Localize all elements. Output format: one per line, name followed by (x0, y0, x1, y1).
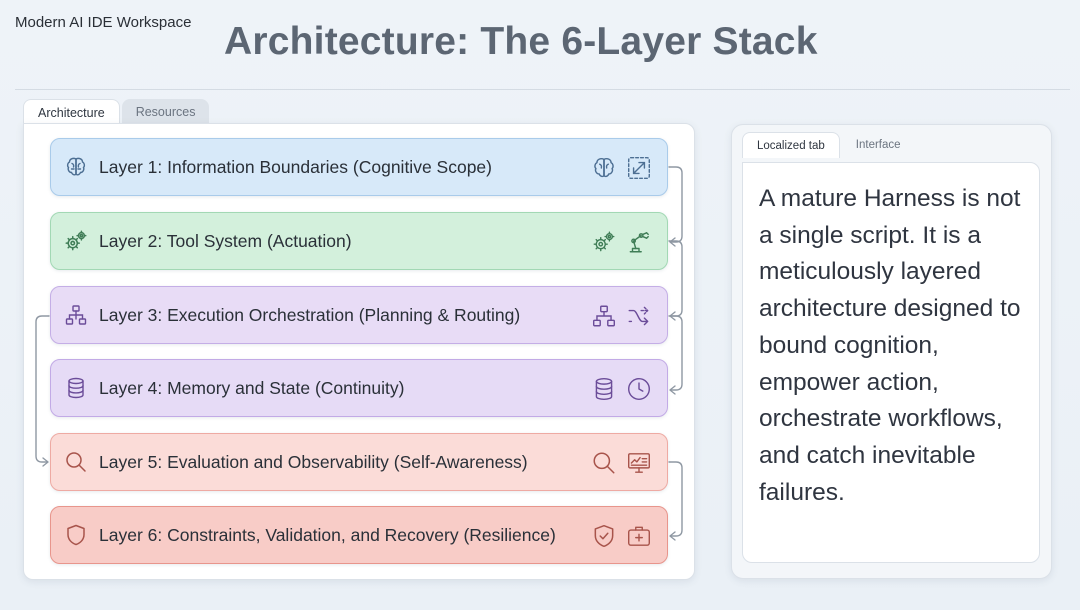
shield-check-icon (590, 522, 618, 550)
hierarchy-icon (63, 302, 89, 328)
layer-4-label: Layer 4: Memory and State (Continuity) (99, 377, 405, 398)
monitor-chart-icon (625, 449, 653, 477)
page-title: Architecture: The 6-Layer Stack (224, 20, 818, 63)
layer-1-label: Layer 1: Information Boundaries (Cogniti… (99, 156, 492, 177)
expand-icon (625, 154, 653, 182)
layer-6-card[interactable]: Layer 6: Constraints, Validation, and Re… (50, 506, 668, 564)
tab-resources[interactable]: Resources (121, 99, 210, 125)
layer-1-card[interactable]: Layer 1: Information Boundaries (Cogniti… (50, 138, 668, 196)
brain-icon (590, 154, 618, 182)
hierarchy-icon (590, 302, 618, 330)
gears-icon (590, 228, 618, 256)
architecture-panel (23, 123, 695, 580)
description-text: A mature Harness is not a single script.… (759, 185, 1021, 506)
layer-3-label: Layer 3: Execution Orchestration (Planni… (99, 304, 521, 325)
right-tab-bar: Localized tab Interface (742, 132, 915, 158)
shield-icon (63, 522, 89, 548)
workspace-label: Modern AI IDE Workspace (15, 14, 192, 31)
clock-icon (625, 375, 653, 403)
search-icon (590, 449, 618, 477)
layer-4-card[interactable]: Layer 4: Memory and State (Continuity) (50, 359, 668, 417)
database-icon (590, 375, 618, 403)
robot-arm-icon (625, 228, 653, 256)
layer-5-label: Layer 5: Evaluation and Observability (S… (99, 451, 528, 472)
gears-icon (63, 228, 89, 254)
layer-6-label: Layer 6: Constraints, Validation, and Re… (99, 524, 556, 545)
left-tab-bar: Architecture Resources (23, 99, 210, 125)
title-divider (15, 89, 1070, 90)
search-icon (63, 449, 89, 475)
description-card (742, 162, 1040, 563)
tab-architecture[interactable]: Architecture (23, 99, 120, 125)
brain-icon (63, 154, 89, 180)
tab-localized[interactable]: Localized tab (742, 132, 840, 158)
medical-kit-icon (625, 522, 653, 550)
layer-3-card[interactable]: Layer 3: Execution Orchestration (Planni… (50, 286, 668, 344)
tab-interface[interactable]: Interface (855, 139, 901, 151)
route-icon (625, 302, 653, 330)
layer-2-label: Layer 2: Tool System (Actuation) (99, 230, 352, 251)
layer-5-card[interactable]: Layer 5: Evaluation and Observability (S… (50, 433, 668, 491)
database-icon (63, 375, 89, 401)
layer-2-card[interactable]: Layer 2: Tool System (Actuation) (50, 212, 668, 270)
